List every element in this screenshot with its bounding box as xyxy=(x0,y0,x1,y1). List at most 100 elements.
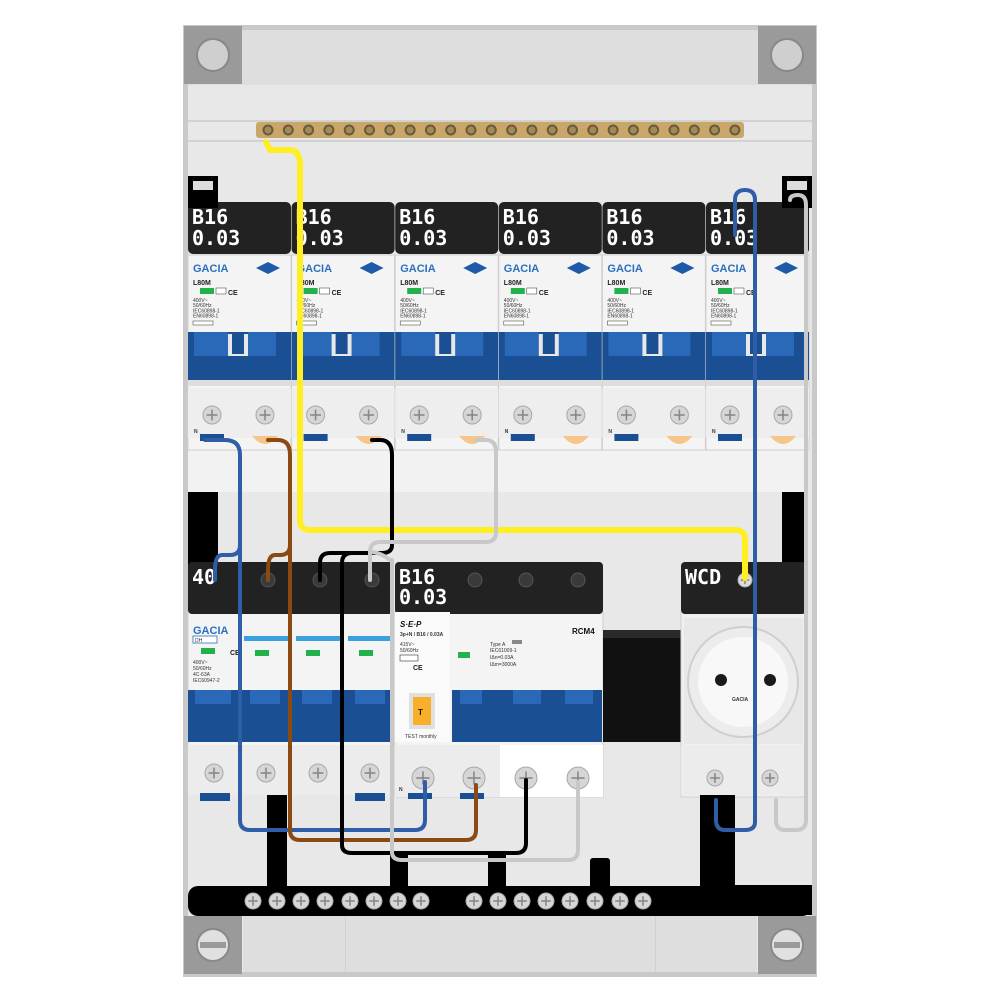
breaker-n-mark: N xyxy=(401,429,405,435)
breaker-spec-line: EN60898-1 xyxy=(193,314,219,320)
corner-screw-slot xyxy=(200,942,226,948)
rcbo-label-line1: B16 xyxy=(399,565,435,589)
breaker-spec-line: EN60898-1 xyxy=(607,314,633,320)
rail-tab-right-slot xyxy=(787,181,807,190)
breaker-toggle-highlight xyxy=(766,332,794,356)
breaker-indicator xyxy=(200,288,214,294)
terminal-screw xyxy=(634,892,652,910)
busbar-hole-inner xyxy=(650,126,658,134)
corner-screw xyxy=(196,38,230,72)
breaker-clip-n xyxy=(614,434,639,441)
breaker-label-bar xyxy=(291,202,395,254)
filler-block-edge xyxy=(603,630,681,638)
brand-diamond-icon xyxy=(566,262,591,274)
breaker-clip-l xyxy=(562,436,589,444)
breaker-divider xyxy=(188,380,291,386)
breaker-spec-line: IEC60898-1 xyxy=(504,308,531,314)
terminal-screw xyxy=(359,405,379,425)
breaker-spec-line: 50/60Hz xyxy=(607,303,626,309)
rcbo-test-button[interactable] xyxy=(413,697,431,725)
breaker-divider xyxy=(602,380,706,386)
breaker-rating-box xyxy=(526,287,538,295)
breaker-model: L80M xyxy=(400,280,418,287)
top-rail-line xyxy=(188,140,812,142)
busbar-hole-inner xyxy=(447,126,455,134)
busbar-hole-inner xyxy=(589,126,597,134)
breaker-spec-box xyxy=(607,320,628,326)
rcbo-device[interactable]: B16 0.03 S·E·P 3p+N / B16 / 0.03A 415V~ … xyxy=(394,562,604,799)
busbar-hole-inner xyxy=(345,126,353,134)
socket-wcd[interactable]: WCD GACIA xyxy=(680,562,807,798)
filler-block xyxy=(603,630,681,742)
top-breaker-6[interactable]: B160.03GACIAL80MCE400V~50/60HzIEC60898-1… xyxy=(705,202,810,451)
bottom-cover-divider xyxy=(345,916,346,972)
terminal-screw xyxy=(306,405,326,425)
breaker-indicator xyxy=(614,288,629,294)
breaker-ce: CE xyxy=(228,290,238,297)
breaker-rating: B16 xyxy=(710,205,746,229)
rcbo-spec-1: 415V~ xyxy=(400,642,415,648)
breaker-toggle-highlight xyxy=(401,332,436,356)
brand-diamond-icon xyxy=(256,262,280,274)
breaker-spec-line: 400V~ xyxy=(297,298,312,304)
breaker-toggle-lever xyxy=(335,332,348,354)
breaker-rating-box xyxy=(215,287,227,295)
top-breaker-3[interactable]: B160.03GACIAL80MCE400V~50/60HzIEC60898-1… xyxy=(394,202,499,451)
breaker-model: L80M xyxy=(711,280,729,287)
breaker-indicator xyxy=(718,288,732,294)
wire-grey xyxy=(368,550,580,862)
wire-live-brown xyxy=(266,438,478,842)
breaker-spec-box xyxy=(710,320,732,326)
wire-grey xyxy=(774,193,808,832)
terminal-screw xyxy=(256,763,276,783)
rcbo-type: Type A xyxy=(490,642,506,648)
breaker-spec-line: EN60898-1 xyxy=(400,314,426,320)
pillar xyxy=(267,795,287,895)
wiring xyxy=(203,139,808,862)
breaker-toggle-highlight xyxy=(351,332,380,356)
busbar-body xyxy=(256,122,744,138)
rail-tab-left xyxy=(188,176,218,208)
top-breaker-1[interactable]: B160.03GACIAL80MCE400V~50/60HzIEC60898-1… xyxy=(187,202,292,451)
top-breaker-4[interactable]: B160.03GACIAL80MCE400V~50/60HzIEC60898-1… xyxy=(498,202,603,451)
busbar-hole-inner xyxy=(386,126,394,134)
breaker-clip-l xyxy=(770,436,796,444)
top-breaker-2[interactable]: B160.03GACIAL80MCE400V~50/60HzIEC60898-1… xyxy=(291,202,396,451)
breaker-clip-n xyxy=(510,434,535,441)
busbar-hole-inner xyxy=(264,126,272,134)
breaker-rating-box xyxy=(733,287,745,295)
main-switch-stripe xyxy=(296,636,342,641)
top-breaker-5[interactable]: B160.03GACIAL80MCE400V~50/60HzIEC60898-1… xyxy=(601,202,706,451)
wire-live-black xyxy=(318,438,528,855)
breaker-brand: GACIA xyxy=(504,263,540,275)
breaker-spec-line: 50/60Hz xyxy=(400,303,419,309)
terminal-screw xyxy=(462,766,486,790)
terminal-screw xyxy=(389,892,407,910)
breaker-ce: CE xyxy=(332,290,342,297)
main-switch-toggle-highlight xyxy=(250,690,280,704)
main-switch-indicator xyxy=(359,650,373,656)
breaker-n-mark: N xyxy=(194,429,198,435)
bottom-cover xyxy=(243,916,757,972)
busbar-hole-inner xyxy=(609,126,617,134)
breaker-rating-box xyxy=(422,287,434,295)
bottom-cover-divider xyxy=(655,916,656,972)
wire-earth-yellow xyxy=(263,139,748,581)
pillar xyxy=(590,858,610,895)
breaker-model: L80M xyxy=(607,280,625,287)
breaker-spec-line: EN60898-1 xyxy=(297,314,323,320)
socket-brand: GACIA xyxy=(732,697,749,703)
breaker-spec-box xyxy=(296,320,317,326)
main-switch-model-box xyxy=(192,635,218,644)
pillar-right xyxy=(700,795,812,915)
terminal-screw xyxy=(513,405,533,425)
main-switch-indicator xyxy=(255,650,269,656)
breaker-sensitivity: 0.03 xyxy=(192,226,240,250)
breaker-toggle-highlight xyxy=(662,332,691,356)
bottom-device-row: 40 GACIA DH CE 400V~ 50/60Hz 4C-63A IEC6… xyxy=(187,562,807,801)
breaker-spec-line: EN60898-1 xyxy=(504,314,530,320)
terminal-screw xyxy=(204,763,224,783)
rcbo-std-1: IEC61009-1 xyxy=(490,648,517,654)
side-block-right xyxy=(782,490,806,570)
